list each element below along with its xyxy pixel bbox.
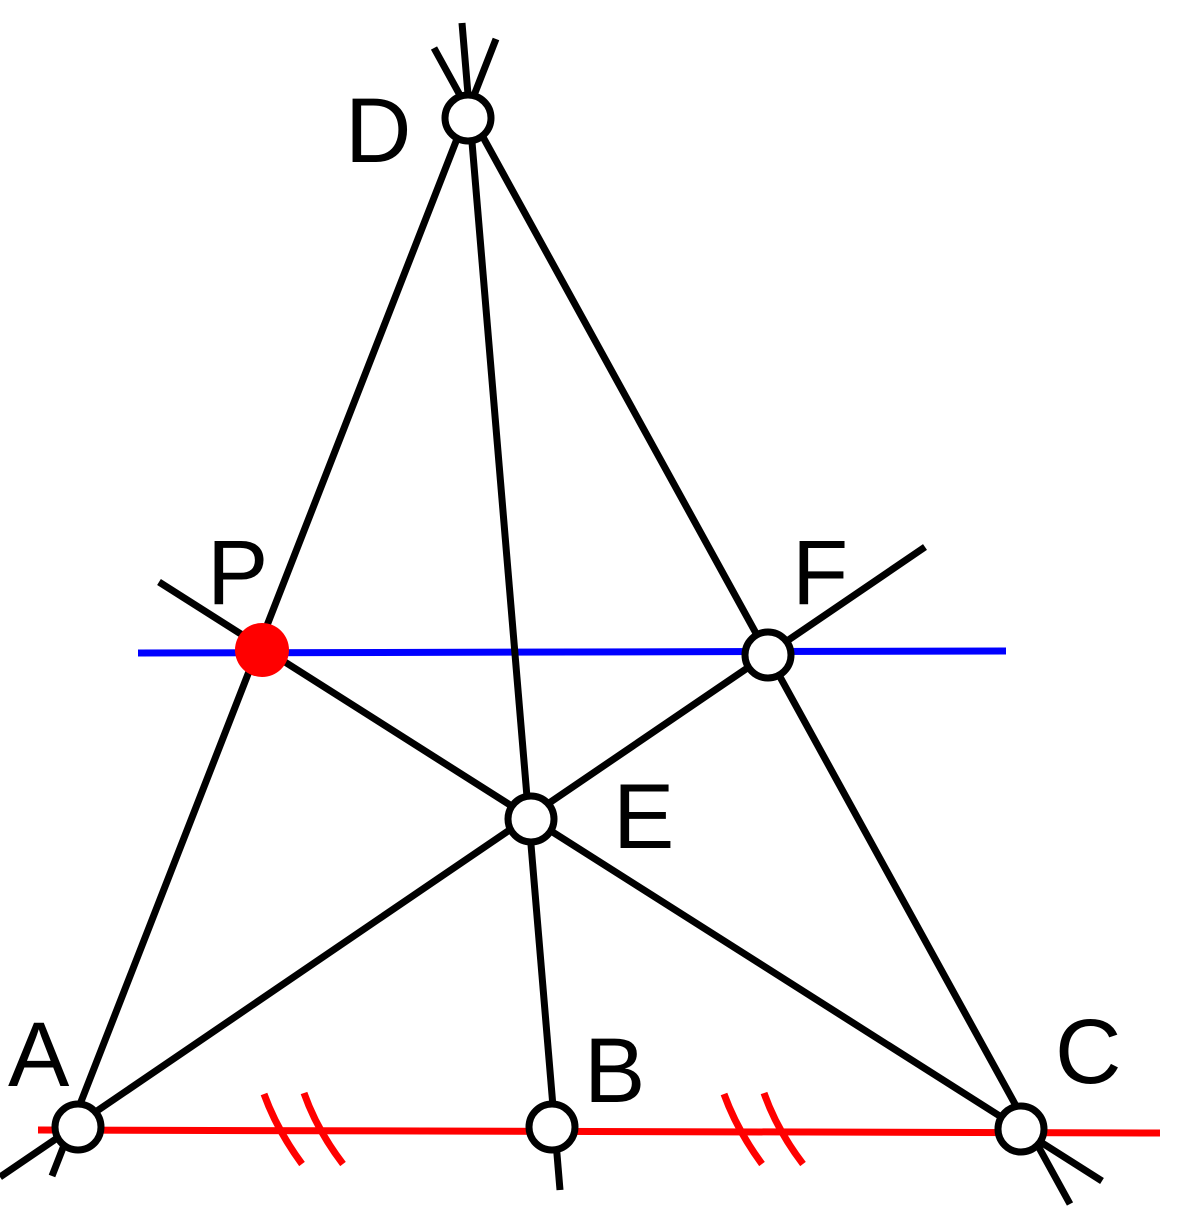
- point-p: [235, 623, 289, 677]
- point-c: [994, 1102, 1048, 1156]
- label-p: P: [207, 522, 268, 624]
- tick-marks-ab: [260, 1091, 346, 1167]
- baseline-abc: [37, 1126, 1161, 1137]
- point-b: [525, 1100, 579, 1154]
- line-db: [458, 22, 564, 1191]
- point-a: [51, 1100, 105, 1154]
- label-e: E: [613, 766, 674, 868]
- point-d: [441, 91, 495, 145]
- tick-marks-bc: [720, 1091, 806, 1167]
- label-b: B: [584, 1020, 645, 1122]
- label-a: A: [8, 1004, 70, 1106]
- point-f: [741, 628, 795, 682]
- label-f: F: [792, 522, 848, 624]
- label-c: C: [1055, 1001, 1121, 1103]
- label-d: D: [345, 80, 411, 182]
- line-dc: [430, 46, 1074, 1206]
- point-e: [504, 792, 558, 846]
- line-da: [48, 37, 500, 1178]
- line-pc: [157, 579, 1104, 1184]
